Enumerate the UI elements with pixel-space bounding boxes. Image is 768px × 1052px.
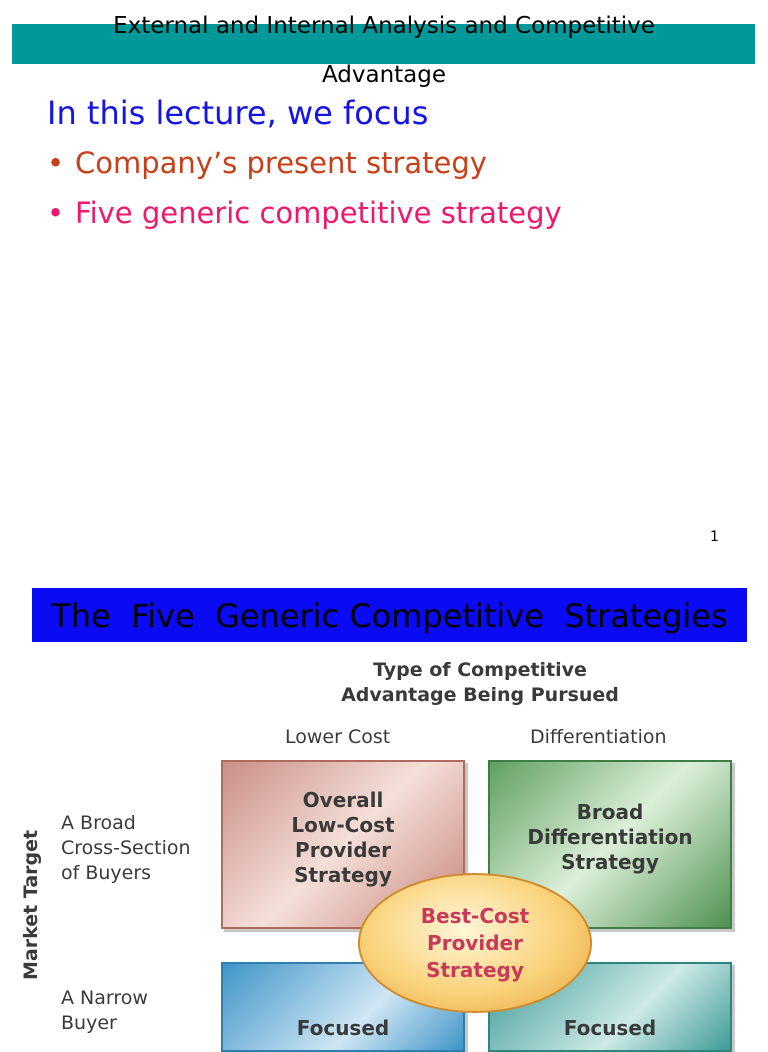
slide-title-line-2: Advantage xyxy=(321,62,447,88)
box-line: Broad xyxy=(576,800,644,824)
box-line: Strategy xyxy=(294,863,392,887)
bullet-icon: • xyxy=(47,196,65,230)
diagram-type-heading: Type of Competitive Advantage Being Purs… xyxy=(260,658,700,708)
box-line: Focused xyxy=(563,1016,657,1040)
page-number: 1 xyxy=(710,529,719,545)
box-line: Low-Cost xyxy=(291,813,395,837)
oval-line: Provider xyxy=(427,930,523,955)
axis-label-market-target: Market Target xyxy=(20,829,42,980)
bullet-text: Company’s present strategy xyxy=(75,146,487,180)
focus-heading: In this lecture, we focus xyxy=(47,94,429,132)
slide-title-line-1: External and Internal Analysis and Compe… xyxy=(113,13,655,39)
bullet-item: • Five generic competitive strategy xyxy=(47,196,562,230)
box-line: Differentiation xyxy=(527,825,693,849)
row-label-narrow: A Narrow Buyer xyxy=(61,986,148,1036)
slide-title: External and Internal Analysis and Compe… xyxy=(0,2,768,100)
row-label-line: of Buyers xyxy=(61,862,152,884)
box-line: Strategy xyxy=(561,850,659,874)
oval-line: Strategy xyxy=(426,957,524,982)
bullet-icon: • xyxy=(47,146,65,180)
column-label-differentiation: Differentiation xyxy=(530,726,667,748)
row-label-line: A Narrow xyxy=(61,987,148,1009)
type-heading-line-2: Advantage Being Pursued xyxy=(341,684,619,706)
box-line: Focused xyxy=(296,1016,390,1040)
row-label-line: Cross-Section xyxy=(61,837,191,859)
bullet-item: • Company’s present strategy xyxy=(47,146,487,180)
strategy-box-overall-low-cost: Overall Low-Cost Provider Strategy xyxy=(221,760,465,929)
column-label-lower-cost: Lower Cost xyxy=(285,726,391,748)
strategy-oval-best-cost: Best-Cost Provider Strategy xyxy=(358,873,592,1013)
oval-line: Best-Cost xyxy=(420,903,530,928)
type-heading-line-1: Type of Competitive xyxy=(373,659,587,681)
slide2-title: The Five Generic Competitive Strategies xyxy=(51,597,728,635)
box-line: Overall xyxy=(302,788,384,812)
slide2-title-bar xyxy=(32,588,747,642)
header-bar xyxy=(12,24,755,64)
bullet-text: Five generic competitive strategy xyxy=(75,196,562,230)
box-line: Provider xyxy=(295,838,391,862)
row-label-broad: A Broad Cross-Section of Buyers xyxy=(61,811,191,886)
row-label-line: A Broad xyxy=(61,812,136,834)
